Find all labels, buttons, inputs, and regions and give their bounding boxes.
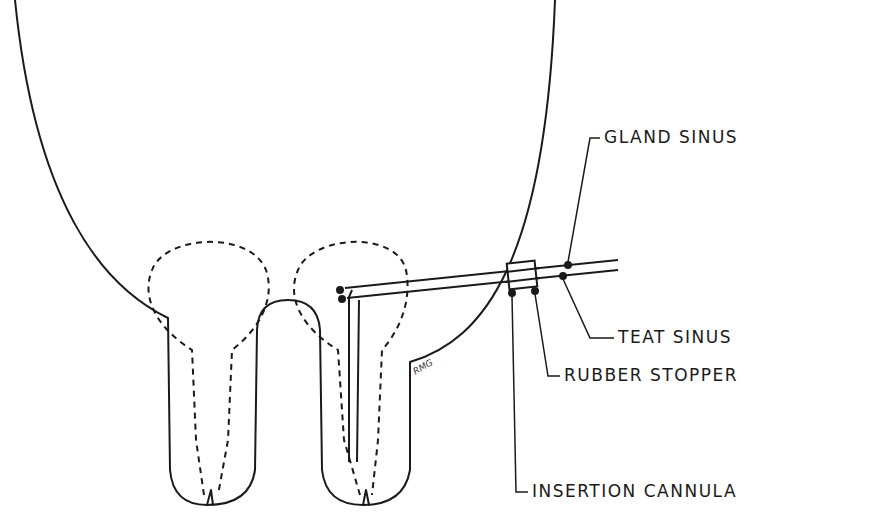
rubber-stopper <box>507 261 538 290</box>
insertion-cannula <box>345 260 618 298</box>
teat-cannula <box>349 290 359 462</box>
part-label: RUBBER STOPPER <box>564 367 738 384</box>
insertion-cannula-over-stopper <box>505 268 540 282</box>
left-sinus-outline <box>148 242 268 495</box>
leader-line <box>563 279 614 338</box>
teat-tip-notch <box>363 490 369 505</box>
leader-line <box>512 296 528 492</box>
udder-outline <box>15 0 555 505</box>
part-label: INSERTION CANNULA <box>532 483 737 500</box>
part-label: TEAT SINUS <box>618 329 732 346</box>
teat-tip-notch <box>207 490 213 505</box>
leader-line <box>568 138 600 262</box>
part-label: GLAND SINUS <box>604 129 738 146</box>
right-sinus-outline <box>294 242 408 495</box>
leader-line <box>535 294 560 376</box>
